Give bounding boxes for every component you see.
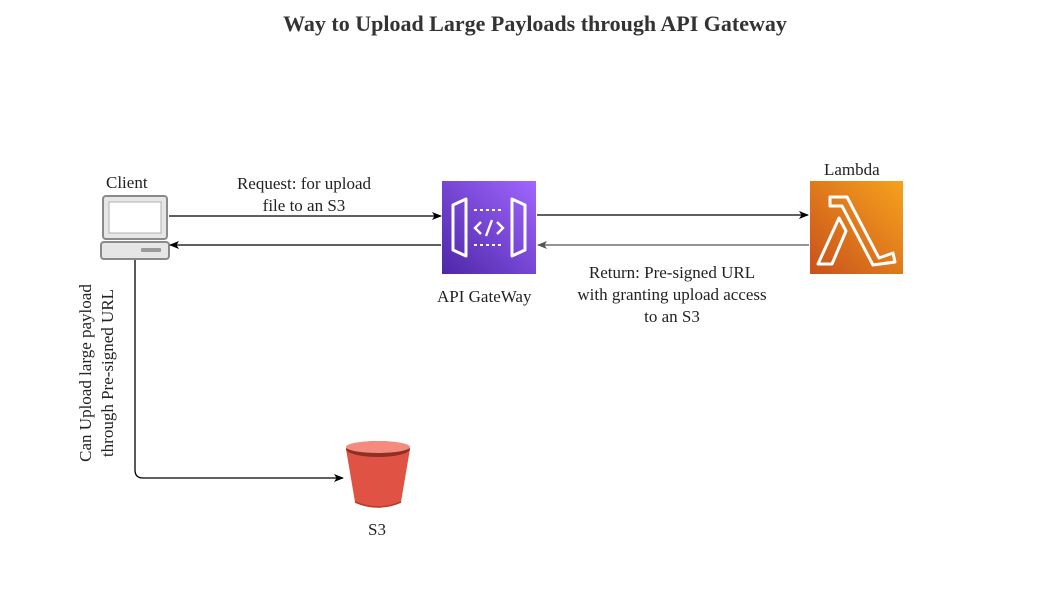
return-label-line-1: Return: Pre-signed URL <box>588 263 756 282</box>
api-gateway-label: API GateWay <box>437 287 532 306</box>
return-label-line-3: to an S3 <box>644 307 700 326</box>
s3-bucket-icon <box>346 441 410 508</box>
return-label: Return: Pre-signed URL with granting upl… <box>550 262 794 328</box>
upload-label-line-2: through Pre-signed URL <box>98 288 117 458</box>
lambda-icon <box>810 181 903 274</box>
s3-label: S3 <box>368 520 386 539</box>
api-gateway-icon <box>442 181 536 274</box>
diagram-title: Way to Upload Large Payloads through API… <box>283 11 787 36</box>
upload-label: Can Upload large payload through Pre-sig… <box>75 253 119 493</box>
lambda-label: Lambda <box>824 160 880 179</box>
request-label-line-1: Request: for upload <box>236 174 372 193</box>
return-label-line-2: with granting upload access <box>577 285 767 304</box>
laptop-icon <box>100 195 170 260</box>
request-label: Request: for upload file to an S3 <box>204 173 404 217</box>
upload-label-line-1: Can Upload large payload <box>76 284 95 462</box>
request-label-line-2: file to an S3 <box>262 196 346 215</box>
client-label: Client <box>106 173 148 192</box>
upload-arrow <box>134 260 344 482</box>
